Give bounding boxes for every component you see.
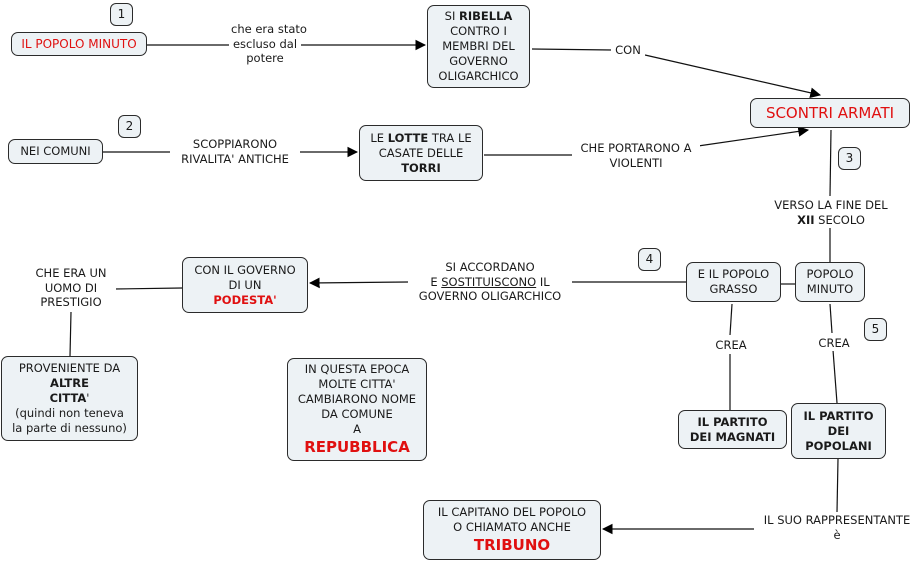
node-partito-popolani[interactable]: IL PARTITO DEI POPOLANI [791, 403, 886, 459]
node-text: la parte di nessuno) [12, 421, 127, 435]
node-text: DEI MAGNATI [689, 429, 776, 444]
node-text: IL PARTITO [697, 414, 768, 429]
node-highlight: TRIBUNO [473, 536, 551, 554]
node-epoca[interactable]: IN QUESTA EPOCA MOLTE CITTA' CAMBIARONO … [287, 358, 427, 461]
node-popolo-minuto-top[interactable]: IL POPOLO MINUTO [11, 32, 147, 56]
node-text: MEMBRI DEL [442, 39, 515, 53]
node-text: LE LOTTE TRA LE [370, 130, 472, 145]
node-text: NEI COMUNI [20, 144, 91, 158]
node-scontri-armati[interactable]: SCONTRI ARMATI [750, 98, 910, 128]
link-crea-to-popolani [832, 349, 838, 404]
node-text: IL PARTITO [803, 408, 874, 423]
node-text: CASATE DELLE [378, 145, 464, 160]
link-prestigio-to-proveniente [69, 311, 72, 357]
link-accordano-to-podesta [308, 277, 409, 289]
node-text: SI RIBELLA [444, 9, 513, 23]
step-badge-5: 5 [864, 318, 887, 341]
node-highlight: REPUBBLICA [304, 438, 410, 456]
link-label-crea-right: CREA [813, 336, 855, 351]
node-text: DI UN [228, 277, 262, 292]
node-si-ribella[interactable]: SI RIBELLA CONTRO I MEMBRI DEL GOVERNO O… [427, 5, 530, 88]
node-text: POPOLANI [805, 438, 872, 453]
node-text: GRASSO [709, 282, 758, 296]
node-text: SCONTRI ARMATI [765, 103, 895, 122]
node-text: CONTRO I [450, 24, 507, 38]
step-badge-4: 4 [638, 248, 661, 271]
node-text: DA COMUNE [321, 407, 393, 421]
node-popolo-minuto[interactable]: POPOLO MINUTO [795, 262, 865, 302]
step-badge-1: 1 [110, 3, 133, 26]
node-text: (quindi non teneva [15, 406, 124, 420]
link-con-to-scontri [644, 54, 822, 99]
link-ribella-to-con [531, 48, 613, 51]
node-text: A [353, 422, 361, 436]
node-text: OLIGARCHICO [438, 69, 519, 83]
node-capitano[interactable]: IL CAPITANO DEL POPOLO O CHIAMATO ANCHE … [423, 500, 601, 560]
node-text: CITTA' [49, 391, 90, 405]
node-text: IL CAPITANO DEL POPOLO [437, 505, 587, 519]
node-text: DEI [827, 423, 850, 438]
link-label-accordano: SI ACCORDANO E SOSTITUISCONO IL GOVERNO … [408, 260, 572, 304]
node-text: PROVENIENTE DA [18, 361, 121, 375]
node-text: MOLTE CITTA' [318, 377, 396, 391]
node-nei-comuni[interactable]: NEI COMUNI [8, 139, 103, 164]
step-badge-3: 3 [838, 147, 861, 170]
node-text: TORRI [401, 160, 441, 175]
link-scontri-to-verso [829, 129, 832, 197]
link-minuto-to-crea [829, 303, 833, 334]
link-label-crea-left: CREA [710, 338, 752, 353]
node-text: IL POPOLO MINUTO [21, 36, 137, 51]
link-grasso-to-crea [729, 303, 733, 336]
node-text: IN QUESTA EPOCA [304, 362, 410, 376]
node-text: CON IL GOVERNO [194, 262, 296, 277]
node-text: CAMBIARONO NOME [297, 392, 417, 406]
node-text: O CHIAMATO ANCHE [453, 520, 571, 534]
node-text: GOVERNO [449, 54, 508, 68]
node-popolo-grasso[interactable]: E IL POPOLO GRASSO [686, 262, 781, 302]
link-label-verso: VERSO LA FINE DEL XII SECOLO [764, 198, 898, 227]
node-proveniente[interactable]: PROVENIENTE DA ALTRE CITTA' (quindi non … [1, 356, 138, 441]
node-partito-magnati[interactable]: IL PARTITO DEI MAGNATI [678, 410, 787, 449]
link-popolani-to-rappresentante [836, 458, 839, 513]
link-portarono-to-scontri [697, 126, 810, 147]
node-highlight: PODESTA' [213, 292, 277, 307]
node-text: E IL POPOLO [697, 267, 770, 281]
node-text: POPOLO [806, 267, 854, 281]
node-podesta[interactable]: CON IL GOVERNO DI UN PODESTA' [182, 257, 308, 313]
node-text: ALTRE [50, 376, 89, 390]
step-badge-2: 2 [118, 115, 141, 138]
link-label-con: CON [611, 43, 645, 58]
link-podesta-to-prestigio [113, 287, 183, 290]
node-text: MINUTO [806, 282, 854, 296]
node-lotte[interactable]: LE LOTTE TRA LE CASATE DELLE TORRI [359, 125, 483, 181]
